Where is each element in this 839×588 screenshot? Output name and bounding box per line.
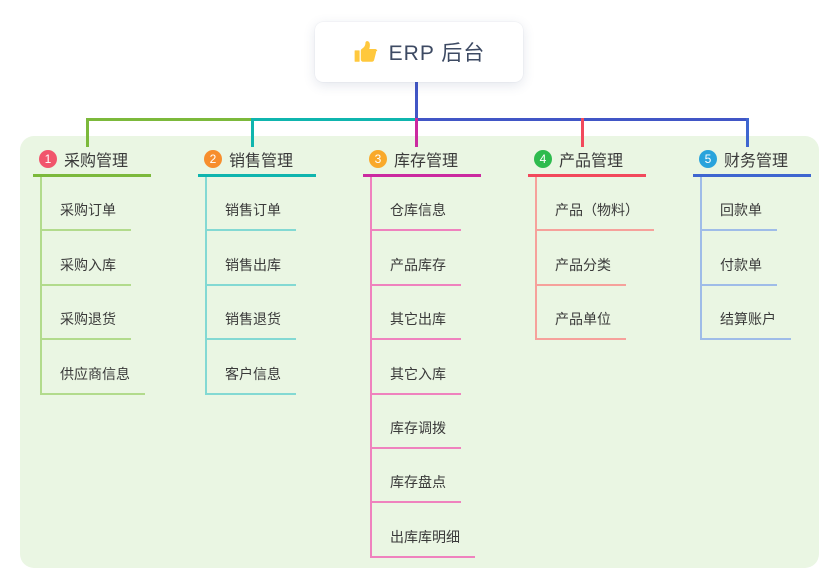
child-node[interactable]: 销售订单 bbox=[207, 177, 296, 232]
child-node[interactable]: 客户信息 bbox=[207, 340, 296, 395]
branch-node[interactable]: 1 采购管理 bbox=[33, 144, 151, 177]
branch-children: 采购订单 采购入库 采购退货 供应商信息 bbox=[40, 177, 145, 395]
branch: 1 采购管理 采购订单 采购入库 采购退货 供应商信息 bbox=[33, 144, 151, 395]
child-label: 采购退货 bbox=[60, 311, 116, 328]
branch: 2 销售管理 销售订单 销售出库 销售退货 客户信息 bbox=[198, 144, 316, 395]
branch-children: 产品（物料） 产品分类 产品单位 bbox=[535, 177, 654, 341]
child-node[interactable]: 仓库信息 bbox=[372, 177, 461, 232]
branch-label: 采购管理 bbox=[64, 153, 129, 170]
child-node[interactable]: 产品分类 bbox=[537, 231, 626, 286]
child-label: 其它出库 bbox=[390, 311, 446, 328]
child-node[interactable]: 产品单位 bbox=[537, 286, 626, 341]
child-label: 采购订单 bbox=[60, 202, 116, 219]
child-node[interactable]: 产品库存 bbox=[372, 231, 461, 286]
child-node[interactable]: 产品（物料） bbox=[537, 177, 654, 232]
branch-connector-horizontal bbox=[86, 118, 254, 121]
child-node[interactable]: 结算账户 bbox=[702, 286, 791, 341]
child-label: 产品单位 bbox=[555, 311, 611, 328]
branch-label: 库存管理 bbox=[394, 153, 459, 170]
child-label: 产品（物料） bbox=[555, 202, 639, 219]
branch-node[interactable]: 5 财务管理 bbox=[693, 144, 811, 177]
root-label: ERP 后台 bbox=[388, 42, 486, 65]
branch: 5 财务管理 回款单 付款单 结算账户 bbox=[693, 144, 811, 341]
branch-connector-drop bbox=[86, 118, 89, 147]
branch-connector-drop bbox=[415, 118, 418, 147]
branch-node[interactable]: 2 销售管理 bbox=[198, 144, 316, 177]
child-label: 销售退货 bbox=[225, 311, 281, 328]
child-label: 结算账户 bbox=[720, 311, 776, 328]
root-connector-line bbox=[415, 82, 418, 118]
branch-connector-drop bbox=[251, 118, 254, 147]
child-label: 产品库存 bbox=[390, 256, 446, 273]
branch-label: 财务管理 bbox=[724, 153, 789, 170]
child-label: 供应商信息 bbox=[60, 365, 130, 382]
branches-panel bbox=[20, 136, 819, 568]
child-node[interactable]: 其它出库 bbox=[372, 286, 461, 341]
child-label: 仓库信息 bbox=[390, 202, 446, 219]
branch-children: 销售订单 销售出库 销售退货 客户信息 bbox=[205, 177, 296, 395]
child-label: 其它入库 bbox=[390, 365, 446, 382]
branch-number-badge: 4 bbox=[534, 150, 552, 168]
root-node[interactable]: ERP 后台 bbox=[315, 22, 523, 82]
child-label: 客户信息 bbox=[225, 365, 281, 382]
child-label: 回款单 bbox=[720, 202, 762, 219]
branch-number-badge: 3 bbox=[369, 150, 387, 168]
branch-connector-drop bbox=[581, 118, 584, 147]
branch-number-badge: 1 bbox=[39, 150, 57, 168]
child-node[interactable]: 回款单 bbox=[702, 177, 777, 232]
child-node[interactable]: 销售出库 bbox=[207, 231, 296, 286]
branch-node[interactable]: 3 库存管理 bbox=[363, 144, 481, 177]
branch-children: 仓库信息 产品库存 其它出库 其它入库 库存调拨 库存盘点 出库库明细 bbox=[370, 177, 475, 558]
branch: 3 库存管理 仓库信息 产品库存 其它出库 其它入库 库存调拨 库存盘点 出库库… bbox=[363, 144, 481, 558]
branch-number-badge: 5 bbox=[699, 150, 717, 168]
child-node[interactable]: 其它入库 bbox=[372, 340, 461, 395]
child-node[interactable]: 供应商信息 bbox=[42, 340, 145, 395]
child-node[interactable]: 采购退货 bbox=[42, 286, 131, 341]
child-label: 采购入库 bbox=[60, 256, 116, 273]
child-label: 库存盘点 bbox=[390, 474, 446, 491]
child-label: 库存调拨 bbox=[390, 419, 446, 436]
branch-label: 销售管理 bbox=[229, 153, 294, 170]
child-label: 付款单 bbox=[720, 256, 762, 273]
child-node[interactable]: 付款单 bbox=[702, 231, 777, 286]
branch-children: 回款单 付款单 结算账户 bbox=[700, 177, 791, 341]
thumbs-up-icon bbox=[353, 39, 379, 65]
branch: 4 产品管理 产品（物料） 产品分类 产品单位 bbox=[528, 144, 654, 341]
child-node[interactable]: 采购订单 bbox=[42, 177, 131, 232]
child-label: 出库库明细 bbox=[390, 528, 460, 545]
child-node[interactable]: 采购入库 bbox=[42, 231, 131, 286]
child-node[interactable]: 销售退货 bbox=[207, 286, 296, 341]
branch-connector-drop bbox=[746, 118, 749, 147]
child-label: 销售出库 bbox=[225, 256, 281, 273]
child-label: 产品分类 bbox=[555, 256, 611, 273]
branch-label: 产品管理 bbox=[559, 153, 624, 170]
branch-connector-horizontal bbox=[251, 118, 418, 121]
branch-node[interactable]: 4 产品管理 bbox=[528, 144, 646, 177]
child-node[interactable]: 库存盘点 bbox=[372, 449, 461, 504]
child-node[interactable]: 出库库明细 bbox=[372, 503, 475, 558]
branch-number-badge: 2 bbox=[204, 150, 222, 168]
child-node[interactable]: 库存调拨 bbox=[372, 395, 461, 449]
child-label: 销售订单 bbox=[225, 202, 281, 219]
